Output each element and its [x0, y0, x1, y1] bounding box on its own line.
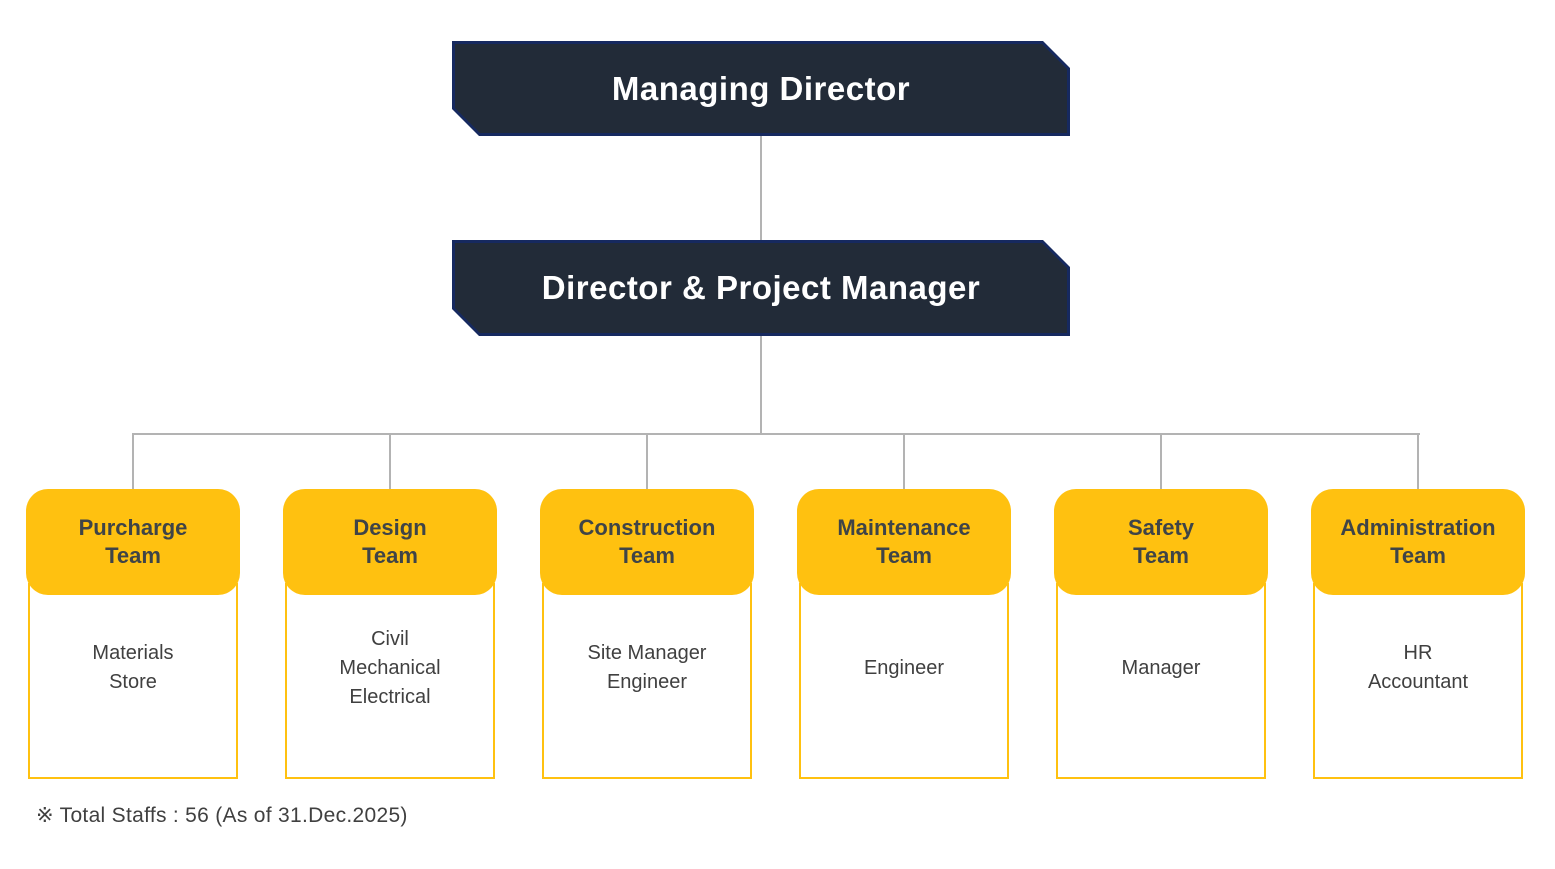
team-members-box: Civil Mechanical Electrical: [285, 583, 495, 779]
team-card-purcharge: Materials Store Purcharge Team: [26, 433, 240, 779]
team-members-text: Civil Mechanical Electrical: [339, 627, 441, 708]
total-staffs-note: ※ Total Staffs : 56 (As of 31.Dec.2025): [36, 804, 408, 827]
node-director-project-manager: Director & Project Manager: [452, 240, 1070, 336]
team-members-box: Manager: [1056, 583, 1266, 779]
team-members-text: HR Accountant: [1367, 642, 1469, 693]
team-card-maintenance: Engineer Maintenance Team: [797, 433, 1011, 779]
team-members-text: Materials Store: [92, 642, 174, 693]
team-title: Design Team: [353, 515, 427, 568]
team-title: Purcharge Team: [78, 515, 188, 568]
team-members-box: Site Manager Engineer: [542, 583, 752, 779]
team-members-text: Site Manager Engineer: [587, 642, 707, 693]
team-header: Safety Team: [1054, 489, 1268, 595]
connector-stub-construction: [646, 433, 648, 491]
connector-dpm-to-bus: [760, 336, 762, 434]
team-members-box: Materials Store: [28, 583, 238, 779]
connector-stub-administration: [1417, 433, 1419, 491]
team-header: Administration Team: [1311, 489, 1525, 595]
team-title: Construction Team: [578, 515, 716, 568]
connector-md-to-dpm: [760, 136, 762, 240]
connector-stub-maintenance: [903, 433, 905, 491]
team-title: Maintenance Team: [837, 515, 971, 568]
connector-stub-safety: [1160, 433, 1162, 491]
node-managing-director: Managing Director: [452, 41, 1070, 136]
team-members-box: HR Accountant: [1313, 583, 1523, 779]
managing-director-label: Managing Director: [611, 69, 911, 107]
team-header: Design Team: [283, 489, 497, 595]
node-managing-director-fill: Managing Director: [455, 44, 1067, 133]
connector-stub-purcharge: [132, 433, 134, 491]
node-director-project-manager-fill: Director & Project Manager: [455, 243, 1067, 333]
team-card-construction: Site Manager Engineer Construction Team: [540, 433, 754, 779]
team-card-administration: HR Accountant Administration Team: [1311, 433, 1525, 779]
team-header: Purcharge Team: [26, 489, 240, 595]
team-members-box: Engineer: [799, 583, 1009, 779]
director-project-manager-label: Director & Project Manager: [541, 269, 981, 306]
team-title: Safety Team: [1127, 515, 1195, 568]
team-members-text: Engineer: [863, 656, 945, 679]
connector-stub-design: [389, 433, 391, 491]
team-header: Construction Team: [540, 489, 754, 595]
team-header: Maintenance Team: [797, 489, 1011, 595]
team-card-safety: Manager Safety Team: [1054, 433, 1268, 779]
team-card-design: Civil Mechanical Electrical Design Team: [283, 433, 497, 779]
connector-horizontal-bus: [133, 433, 1420, 435]
team-members-text: Manager: [1121, 656, 1201, 679]
team-title: Administration Team: [1340, 515, 1496, 568]
